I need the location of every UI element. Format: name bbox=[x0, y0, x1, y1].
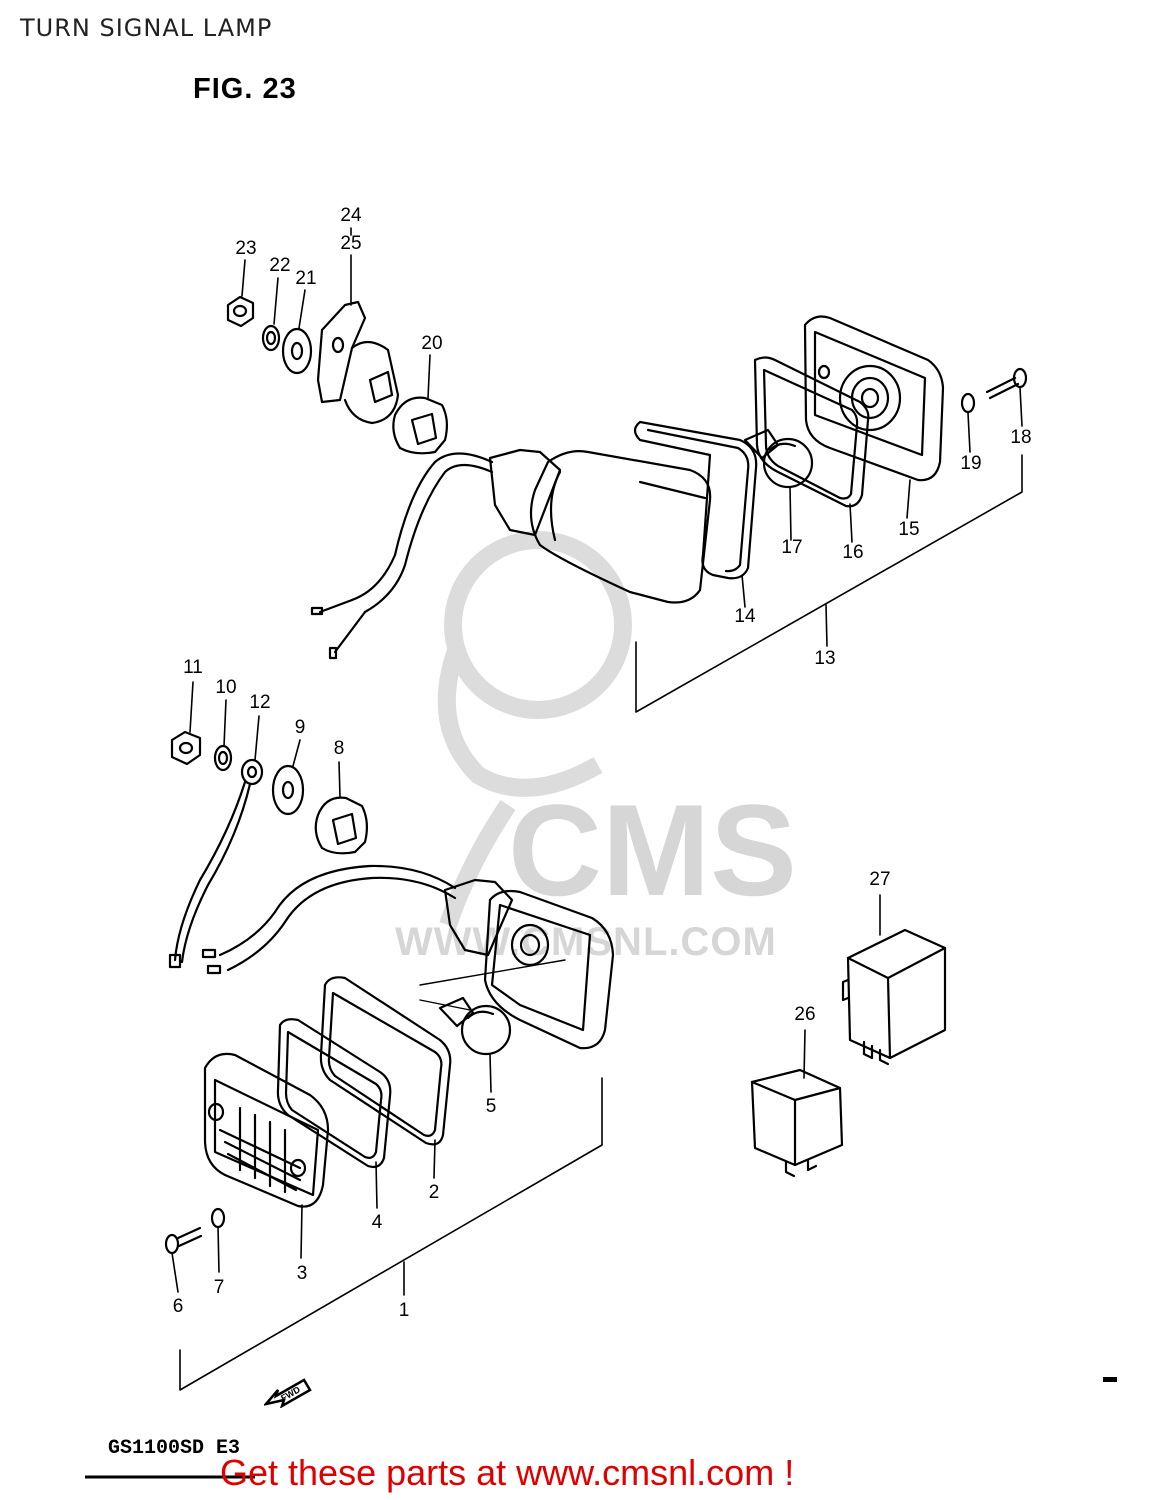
relay-27-drawing bbox=[841, 928, 947, 1066]
part-label-26: 26 bbox=[794, 1004, 816, 1025]
part-label-21: 21 bbox=[295, 268, 317, 289]
relay-26-drawing bbox=[750, 1068, 844, 1178]
nut-23-drawing bbox=[226, 295, 255, 328]
part-label-22: 22 bbox=[269, 255, 291, 276]
washer-9-drawing bbox=[271, 764, 305, 816]
terminal-12-drawing bbox=[168, 758, 264, 969]
gasket-2-drawing bbox=[319, 976, 452, 1146]
washer-21-drawing bbox=[281, 327, 313, 375]
washer-7-drawing bbox=[210, 1207, 226, 1229]
lock-washer-10-drawing bbox=[213, 744, 233, 772]
watermark-brand: CMS bbox=[508, 777, 797, 923]
housing-13-drawing bbox=[488, 448, 712, 604]
part-label-15: 15 bbox=[898, 519, 920, 540]
part-label-6: 6 bbox=[172, 1296, 184, 1317]
part-label-23: 23 bbox=[235, 238, 257, 259]
part-label-10: 10 bbox=[215, 677, 237, 698]
part-label-19: 19 bbox=[960, 453, 982, 474]
watermark-site: WWW.CMSNL.COM bbox=[395, 920, 777, 964]
grommet-20-drawing bbox=[392, 396, 449, 455]
washer-19-drawing bbox=[960, 392, 976, 414]
forward-direction-arrow-icon: FWD bbox=[264, 1378, 312, 1408]
part-label-5: 5 bbox=[485, 1096, 497, 1117]
part-label-2: 2 bbox=[428, 1182, 440, 1203]
bulb-5-drawing bbox=[438, 996, 512, 1056]
nut-11-drawing bbox=[170, 730, 202, 766]
lens-3-drawing bbox=[203, 1052, 330, 1208]
gasket-16-drawing bbox=[753, 356, 870, 508]
part-label-4: 4 bbox=[371, 1212, 383, 1233]
part-label-20: 20 bbox=[421, 333, 443, 354]
gasket-4-drawing bbox=[276, 1018, 392, 1169]
upper-wire-harness-drawing bbox=[310, 452, 494, 660]
lower-callout-lines bbox=[171, 681, 881, 1391]
grommet-8-drawing bbox=[314, 796, 369, 855]
page-title: TURN SIGNAL LAMP bbox=[20, 14, 273, 42]
bulb-17-drawing bbox=[743, 428, 814, 489]
part-label-13: 13 bbox=[814, 648, 836, 669]
cms-watermark-logo: CMS bbox=[437, 531, 797, 928]
lens-15-drawing bbox=[803, 315, 945, 482]
lower-wire-harness-drawing bbox=[201, 864, 457, 975]
part-label-24: 24 bbox=[340, 205, 362, 226]
figure-number: FIG. 23 bbox=[193, 73, 297, 105]
housing-1-drawing bbox=[443, 878, 615, 1050]
part-label-16: 16 bbox=[842, 542, 864, 563]
part-label-1: 1 bbox=[398, 1300, 410, 1321]
part-label-25: 25 bbox=[340, 233, 362, 254]
screw-18-drawing bbox=[985, 367, 1028, 400]
part-label-11: 11 bbox=[183, 657, 203, 678]
part-label-7: 7 bbox=[213, 1277, 225, 1298]
part-label-27: 27 bbox=[869, 869, 891, 890]
part-label-9: 9 bbox=[294, 717, 306, 738]
lock-washer-22-drawing bbox=[261, 324, 281, 352]
part-label-8: 8 bbox=[333, 738, 345, 759]
part-label-3: 3 bbox=[296, 1263, 308, 1284]
upper-callout-lines bbox=[241, 227, 1023, 713]
model-code: GS1100SD E3 bbox=[108, 1437, 241, 1460]
gasket-14-drawing bbox=[633, 420, 758, 580]
footer-call-to-action-link[interactable]: Get these parts at www.cmsnl.com ! bbox=[220, 1452, 795, 1493]
part-label-12: 12 bbox=[249, 692, 271, 713]
bracket-24-25-drawing bbox=[316, 300, 400, 425]
part-label-18: 18 bbox=[1010, 427, 1032, 448]
screw-6-drawing bbox=[164, 1226, 203, 1255]
part-label-17: 17 bbox=[781, 537, 803, 558]
part-label-14: 14 bbox=[734, 606, 756, 627]
